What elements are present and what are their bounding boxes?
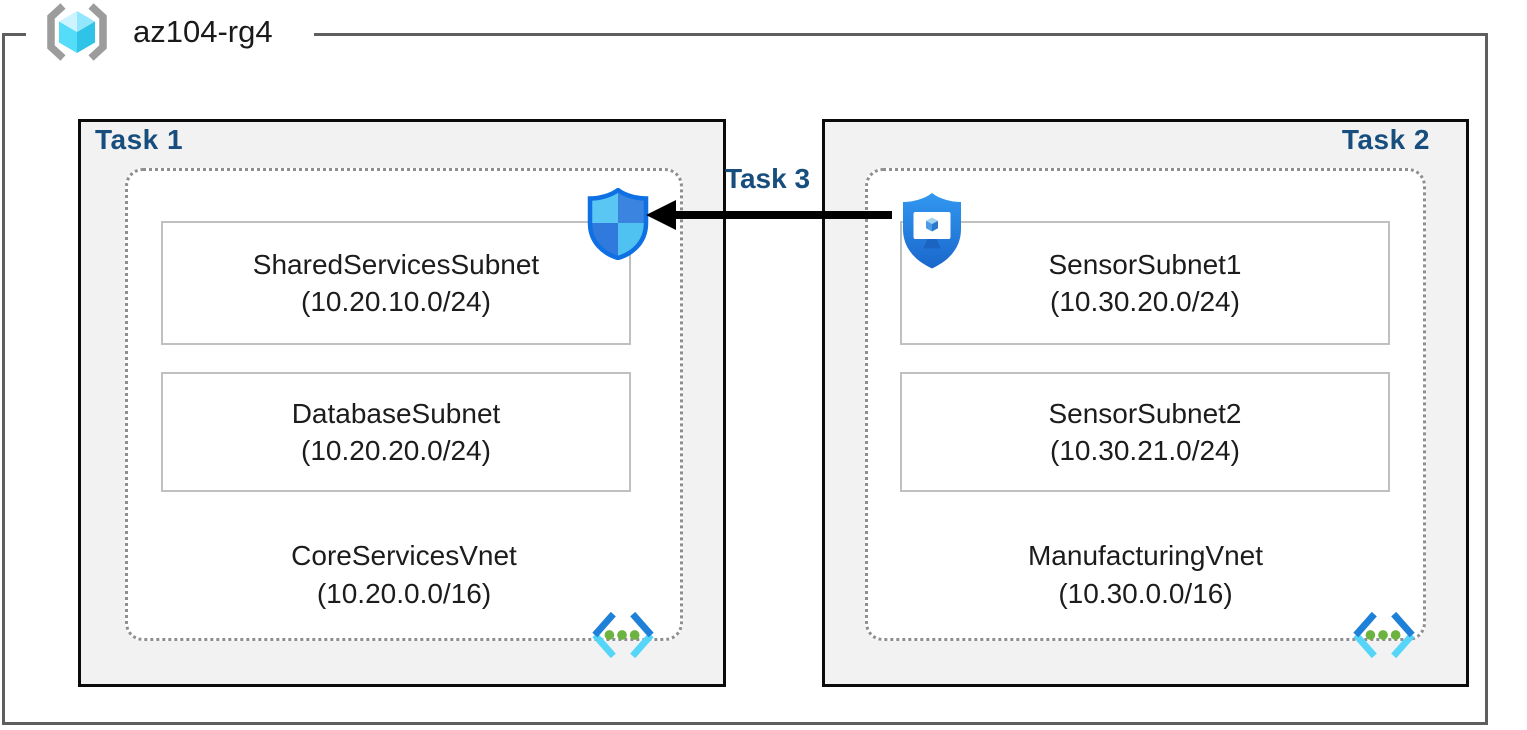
manufacturing-vnet-area: SensorSubnet1 (10.30.20.0/24) SensorSubn… bbox=[865, 168, 1426, 659]
subnet-name: SensorSubnet2 bbox=[1048, 398, 1242, 429]
frame-label-gap bbox=[26, 25, 314, 42]
virtual-network-icon bbox=[592, 611, 654, 659]
task2-panel: Task 2 SensorSubnet1 (10.30.20.0/24) Sen… bbox=[822, 119, 1469, 687]
vnet-name: ManufacturingVnet bbox=[1027, 540, 1264, 571]
resource-group-cube-brackets-icon bbox=[47, 3, 107, 61]
sensor-subnet1-box: SensorSubnet1 (10.30.20.0/24) bbox=[900, 221, 1390, 345]
subnet-name: SharedServicesSubnet bbox=[252, 249, 540, 280]
shared-services-subnet-box: SharedServicesSubnet (10.20.10.0/24) bbox=[161, 221, 631, 345]
manufacturing-vnet-label: ManufacturingVnet (10.30.0.0/16) bbox=[868, 537, 1423, 613]
subnet-name: SensorSubnet1 bbox=[1048, 249, 1242, 280]
database-subnet-box: DatabaseSubnet (10.20.20.0/24) bbox=[161, 372, 631, 492]
task2-label: Task 2 bbox=[1341, 124, 1430, 155]
network-security-shield-icon bbox=[587, 188, 649, 260]
vnet-cidr: (10.20.0.0/16) bbox=[316, 578, 492, 609]
vnet-name: CoreServicesVnet bbox=[291, 540, 517, 571]
subnet-cidr: (10.30.21.0/24) bbox=[1050, 435, 1240, 466]
subnet-cidr: (10.20.20.0/24) bbox=[301, 435, 491, 466]
sensor-subnet2-box: SensorSubnet2 (10.30.21.0/24) bbox=[900, 372, 1390, 492]
vnet-cidr: (10.30.0.0/16) bbox=[1058, 578, 1233, 609]
core-services-vnet-area: SharedServicesSubnet (10.20.10.0/24) Dat… bbox=[125, 168, 683, 659]
subnet-name: DatabaseSubnet bbox=[291, 398, 501, 429]
task1-panel: Task 1 SharedServicesSubnet (10.20.10.0/… bbox=[78, 119, 726, 687]
subnet-cidr: (10.20.10.0/24) bbox=[301, 286, 491, 317]
task3-label: Task 3 bbox=[724, 163, 811, 194]
core-services-vnet-label: CoreServicesVnet (10.20.0.0/16) bbox=[128, 537, 680, 613]
task1-label: Task 1 bbox=[95, 124, 184, 155]
subnet-cidr: (10.30.20.0/24) bbox=[1050, 286, 1240, 317]
bastion-shield-monitor-icon bbox=[903, 193, 961, 269]
virtual-network-icon bbox=[1353, 611, 1415, 659]
resource-group-name: az104-rg4 bbox=[133, 14, 273, 49]
resource-group-frame bbox=[2, 33, 1488, 725]
